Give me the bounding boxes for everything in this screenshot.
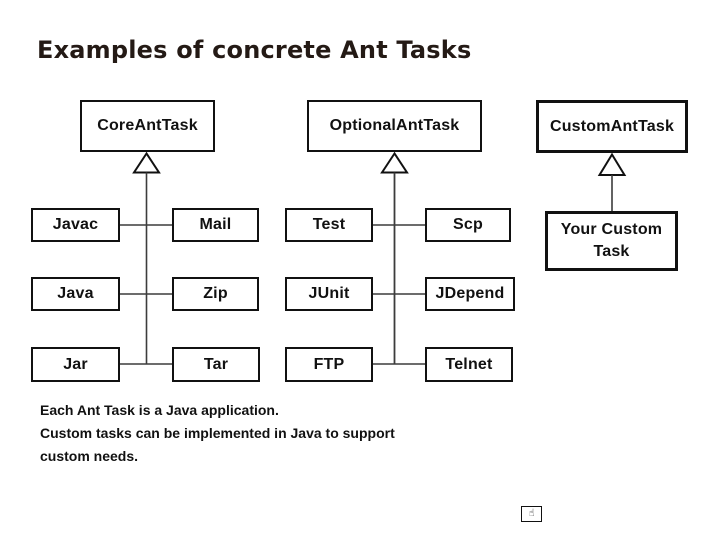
slide-title: Examples of concrete Ant Tasks [37, 36, 472, 64]
task-box-label: Mail [199, 216, 232, 233]
task-box-test: Test [285, 208, 373, 242]
caption-line: custom needs. [40, 448, 139, 464]
task-box-label: JUnit [308, 285, 350, 302]
task-box-label: Zip [203, 285, 228, 302]
task-box-scp: Scp [425, 208, 511, 242]
task-box-junit: JUnit [285, 277, 373, 311]
caption-line: Each Ant Task is a Java application. [40, 402, 279, 418]
task-box-label: Test [312, 216, 346, 233]
task-box-label: Jar [63, 355, 88, 373]
class-box-label: OptionalAntTask [329, 117, 460, 134]
task-box-your-custom-task: Your Custom Task [545, 211, 678, 271]
class-box-custom-ant-task: CustomAntTask [536, 100, 688, 153]
class-box-label: CoreAntTask [97, 117, 198, 134]
task-box-label: Javac [52, 216, 99, 233]
class-box-label: CustomAntTask [549, 117, 675, 135]
task-box-label: Scp [453, 216, 483, 233]
task-box-ftp: FTP [285, 347, 373, 382]
task-box-label: Java [57, 285, 94, 302]
task-box-label: Telnet [445, 355, 493, 373]
task-box-zip: Zip [172, 277, 259, 311]
hand-pointer-icon: ☝ [528, 508, 535, 519]
task-box-jar: Jar [31, 347, 120, 382]
task-box-jdepend: JDepend [425, 277, 515, 311]
class-box-core-ant-task: CoreAntTask [80, 100, 215, 152]
task-box-tar: Tar [172, 347, 260, 382]
task-box-javac: Javac [31, 208, 120, 242]
inheritance-triangle-optional [380, 151, 409, 174]
task-box-telnet: Telnet [425, 347, 513, 382]
task-box-label: JDepend [435, 285, 505, 302]
class-box-optional-ant-task: OptionalAntTask [307, 100, 482, 152]
action-button[interactable]: ☝ [521, 506, 542, 522]
caption-line: Custom tasks can be implemented in Java … [40, 425, 395, 441]
inheritance-triangle-custom [597, 152, 627, 176]
task-box-label: Tar [203, 355, 229, 373]
task-box-java: Java [31, 277, 120, 311]
inheritance-triangle-core [132, 151, 161, 174]
task-box-mail: Mail [172, 208, 259, 242]
slide-caption: Each Ant Task is a Java application. Cus… [40, 399, 395, 468]
task-box-label: Your Custom Task [560, 221, 663, 260]
task-box-label: FTP [313, 355, 345, 373]
